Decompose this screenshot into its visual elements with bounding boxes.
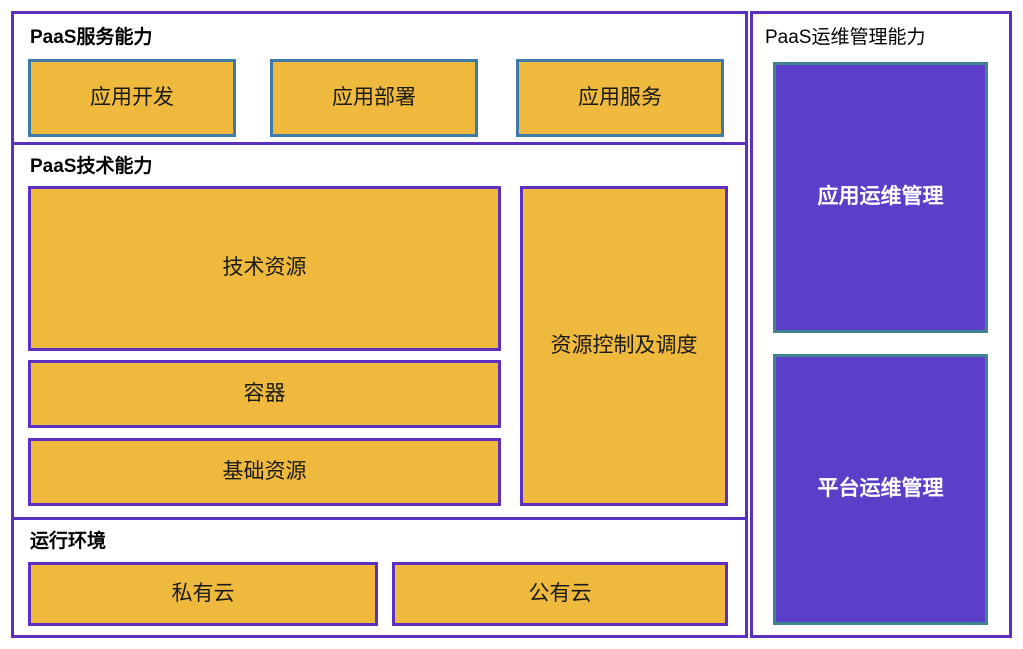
section-title-paas-service-capability: PaaS服务能力	[30, 27, 153, 48]
box-application-service[interactable]: 应用服务	[516, 59, 724, 137]
paas-capability-panel: PaaS服务能力 应用开发 应用部署 应用服务 PaaS技术能力 技术资源 容器…	[11, 11, 748, 638]
box-resource-control-and-scheduling[interactable]: 资源控制及调度	[520, 186, 728, 506]
box-label: 平台运维管理	[817, 477, 944, 501]
box-technical-resources[interactable]: 技术资源	[28, 186, 501, 351]
section-title-paas-operations-capability: PaaS运维管理能力	[765, 27, 926, 48]
box-label: 应用开发	[90, 85, 174, 109]
box-label: 基础资源	[222, 459, 307, 483]
box-application-development[interactable]: 应用开发	[28, 59, 236, 137]
box-platform-operations-management[interactable]: 平台运维管理	[773, 354, 988, 625]
section-title-paas-technical-capability: PaaS技术能力	[30, 156, 153, 177]
section-title-runtime-environment: 运行环境	[30, 531, 107, 552]
box-label: 技术资源	[222, 256, 307, 280]
box-label: 资源控制及调度	[550, 333, 698, 357]
paas-operations-management-panel: PaaS运维管理能力 应用运维管理 平台运维管理	[750, 11, 1012, 638]
box-container[interactable]: 容器	[28, 360, 501, 428]
section-divider-service-tech	[14, 142, 745, 145]
box-label: 应用运维管理	[817, 185, 944, 209]
box-application-operations-management[interactable]: 应用运维管理	[773, 62, 988, 333]
box-label: 私有云	[171, 581, 235, 605]
box-label: 容器	[243, 381, 286, 405]
box-application-deployment[interactable]: 应用部署	[270, 59, 478, 137]
box-label: 应用服务	[578, 85, 662, 109]
section-divider-tech-runtime	[14, 517, 745, 520]
box-basic-resources[interactable]: 基础资源	[28, 438, 501, 506]
box-label: 公有云	[528, 581, 592, 605]
box-public-cloud[interactable]: 公有云	[392, 562, 728, 626]
box-label: 应用部署	[332, 85, 416, 109]
box-private-cloud[interactable]: 私有云	[28, 562, 378, 626]
